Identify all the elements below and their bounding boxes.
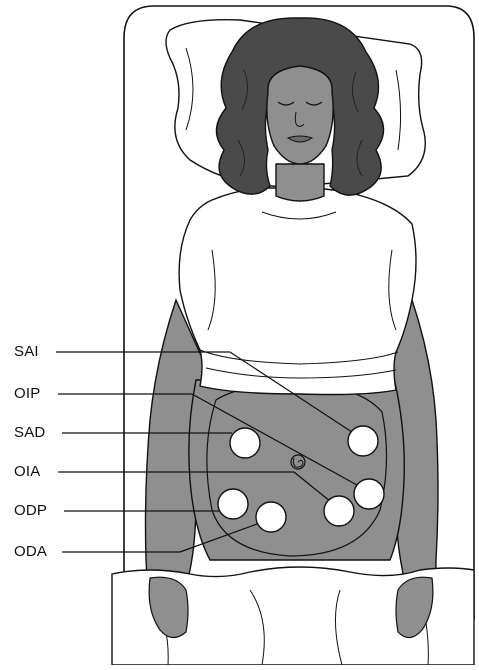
- label-sad: SAD: [14, 424, 45, 442]
- position-marker-oda: [256, 502, 286, 532]
- label-oip: OIP: [14, 385, 40, 403]
- position-marker-odp: [218, 489, 248, 519]
- position-marker-oip: [354, 479, 384, 509]
- label-sai: SAI: [14, 343, 39, 361]
- neck: [276, 164, 324, 201]
- label-odp: ODP: [14, 502, 47, 520]
- face: [267, 66, 333, 164]
- position-marker-sad: [230, 428, 260, 458]
- label-oia: OIA: [14, 463, 40, 481]
- position-marker-oia: [324, 496, 354, 526]
- label-oda: ODA: [14, 543, 47, 561]
- position-marker-sai: [348, 426, 378, 456]
